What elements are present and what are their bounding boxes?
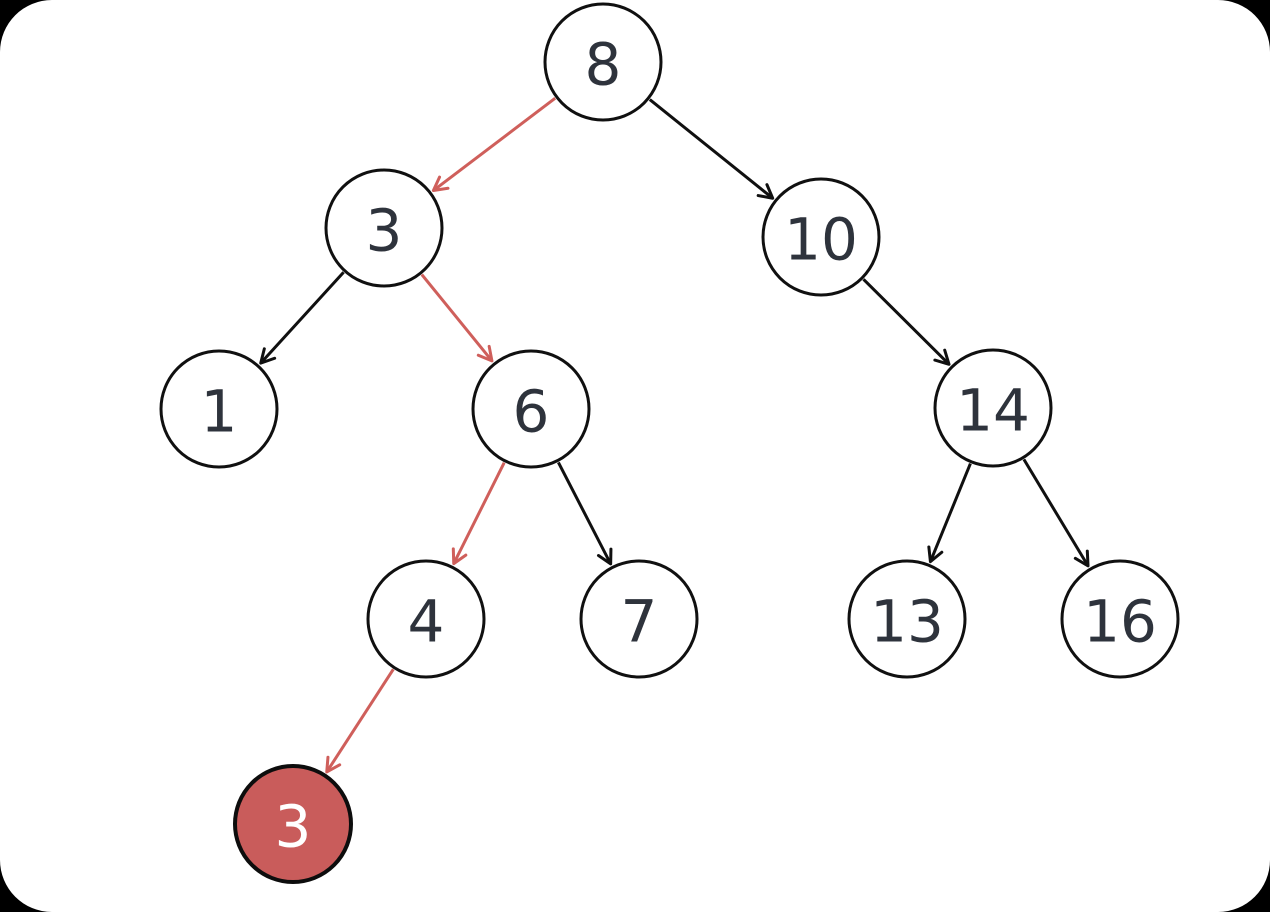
tree-node-7-label: 7	[621, 587, 658, 655]
edge-node-4-to-node-3-new	[325, 668, 395, 774]
tree-node-14: 14	[933, 348, 1053, 468]
tree-node-6: 6	[471, 349, 591, 469]
edge-node-6-to-node-4	[451, 462, 506, 566]
edge-node-14-to-node-13	[927, 463, 972, 564]
tree-node-1-circle	[159, 349, 279, 469]
tree-node-13-circle	[847, 559, 967, 679]
tree-node-4: 4	[366, 559, 486, 679]
tree-node-7-circle	[579, 559, 699, 679]
edge-node-8-to-node-3	[431, 97, 557, 193]
edge-node-14-to-node-16	[1022, 458, 1090, 568]
tree-node-10-circle	[761, 177, 881, 297]
tree-node-16-circle	[1060, 559, 1180, 679]
tree-node-13: 13	[847, 559, 967, 679]
tree-node-3-circle	[324, 168, 444, 288]
tree-node-4-label: 4	[408, 587, 445, 655]
edge-node-6-to-node-7	[557, 461, 613, 566]
tree-node-8-label: 8	[585, 30, 622, 98]
edge-node-10-to-node-14	[862, 278, 951, 366]
tree-node-3-new-label: 3	[275, 792, 312, 860]
tree-node-1: 1	[159, 349, 279, 469]
tree-node-4-circle	[366, 559, 486, 679]
tree-node-7: 7	[579, 559, 699, 679]
tree-node-3: 3	[324, 168, 444, 288]
tree-node-13-label: 13	[870, 587, 944, 655]
edge-node-8-to-node-10	[648, 98, 775, 200]
tree-node-14-label: 14	[956, 376, 1030, 444]
tree-node-16: 16	[1060, 559, 1180, 679]
tree-node-8: 8	[543, 2, 663, 122]
tree-node-14-circle	[933, 348, 1053, 468]
tree-node-3-label: 3	[366, 196, 403, 264]
tree-node-16-label: 16	[1083, 587, 1157, 655]
tree-node-3-new: 3	[233, 764, 353, 884]
tree-node-6-label: 6	[513, 377, 550, 445]
tree-node-8-circle	[543, 2, 663, 122]
tree-node-3-new-circle	[233, 764, 353, 884]
edge-node-3-to-node-1	[259, 271, 345, 365]
tree-node-6-circle	[471, 349, 591, 469]
tree-node-1-label: 1	[201, 377, 238, 445]
tree-node-10-label: 10	[784, 205, 858, 273]
edges-layer	[259, 97, 1090, 774]
edge-node-3-to-node-6	[420, 273, 494, 363]
tree-node-10: 10	[761, 177, 881, 297]
